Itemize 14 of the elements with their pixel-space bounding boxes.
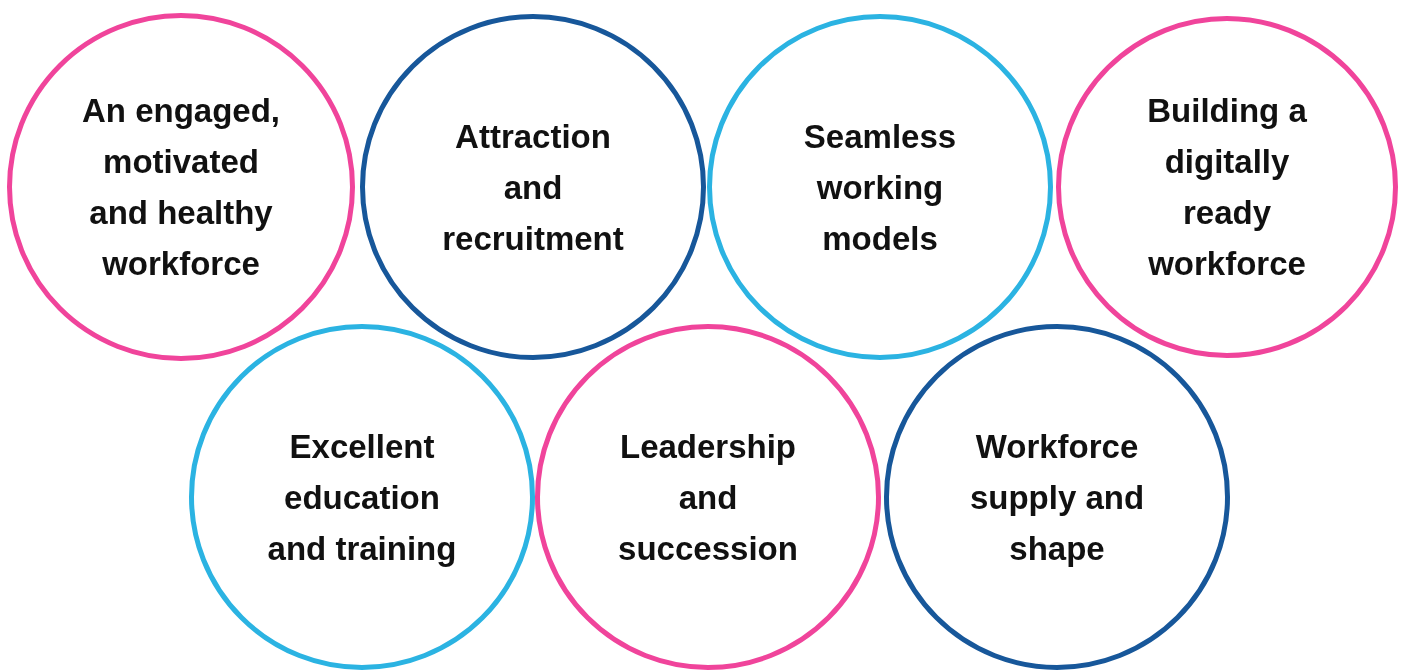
node-label: Workforce supply and shape xyxy=(968,426,1146,569)
node-label: Excellent education and training xyxy=(267,426,457,569)
circle-node xyxy=(1056,16,1398,358)
circle-node xyxy=(707,14,1053,360)
circle-node xyxy=(360,14,706,360)
node-label: Leadership and succession xyxy=(617,426,799,569)
circle-node xyxy=(189,324,535,670)
node-label: Seamless working models xyxy=(802,116,958,259)
circle-node xyxy=(7,13,355,361)
node-label: An engaged, motivated and healthy workforce xyxy=(81,91,281,284)
node-label: Attraction and recruitment xyxy=(441,116,625,259)
node-label: Building a digitally ready workforce xyxy=(1146,91,1308,284)
circle-node xyxy=(535,324,881,670)
circle-node xyxy=(884,324,1230,670)
